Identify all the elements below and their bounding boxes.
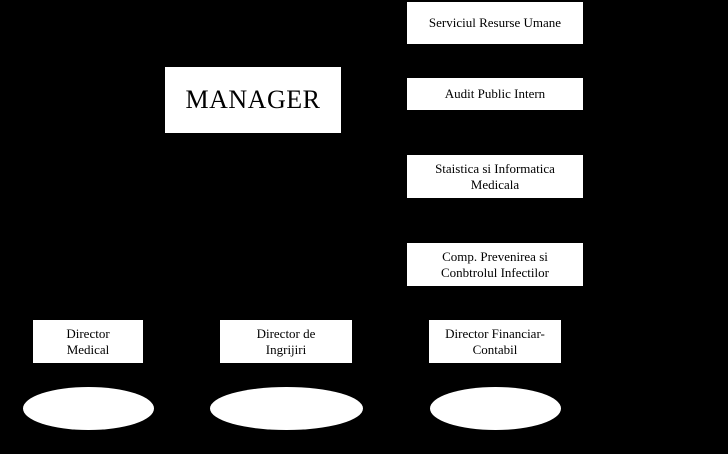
ellipse-node <box>210 387 363 430</box>
service-box-prevenire-infectii: Comp. Prevenirea si Conbtrolul Infectilo… <box>407 243 583 286</box>
manager-label: MANAGER <box>185 85 321 115</box>
director-box-financiar: Director Financiar- Contabil <box>429 320 561 363</box>
ellipse-node <box>430 387 561 430</box>
service-label: Audit Public Intern <box>444 86 546 102</box>
director-label: Director de Ingrijiri <box>256 325 316 357</box>
service-label: Serviciul Resurse Umane <box>428 15 562 31</box>
service-box-statistica: Staistica si Informatica Medicala <box>407 155 583 198</box>
director-box-medical: Director Medical <box>33 320 143 363</box>
ellipse-node <box>23 387 154 430</box>
manager-box: MANAGER <box>165 67 341 133</box>
director-box-ingrijiri: Director de Ingrijiri <box>220 320 352 363</box>
director-label: Director Medical <box>66 325 110 357</box>
service-label: Staistica si Informatica Medicala <box>435 160 555 192</box>
service-box-resurse-umane: Serviciul Resurse Umane <box>407 2 583 44</box>
service-box-audit: Audit Public Intern <box>407 78 583 110</box>
service-label: Comp. Prevenirea si Conbtrolul Infectilo… <box>441 248 549 280</box>
director-label: Director Financiar- Contabil <box>445 325 545 357</box>
